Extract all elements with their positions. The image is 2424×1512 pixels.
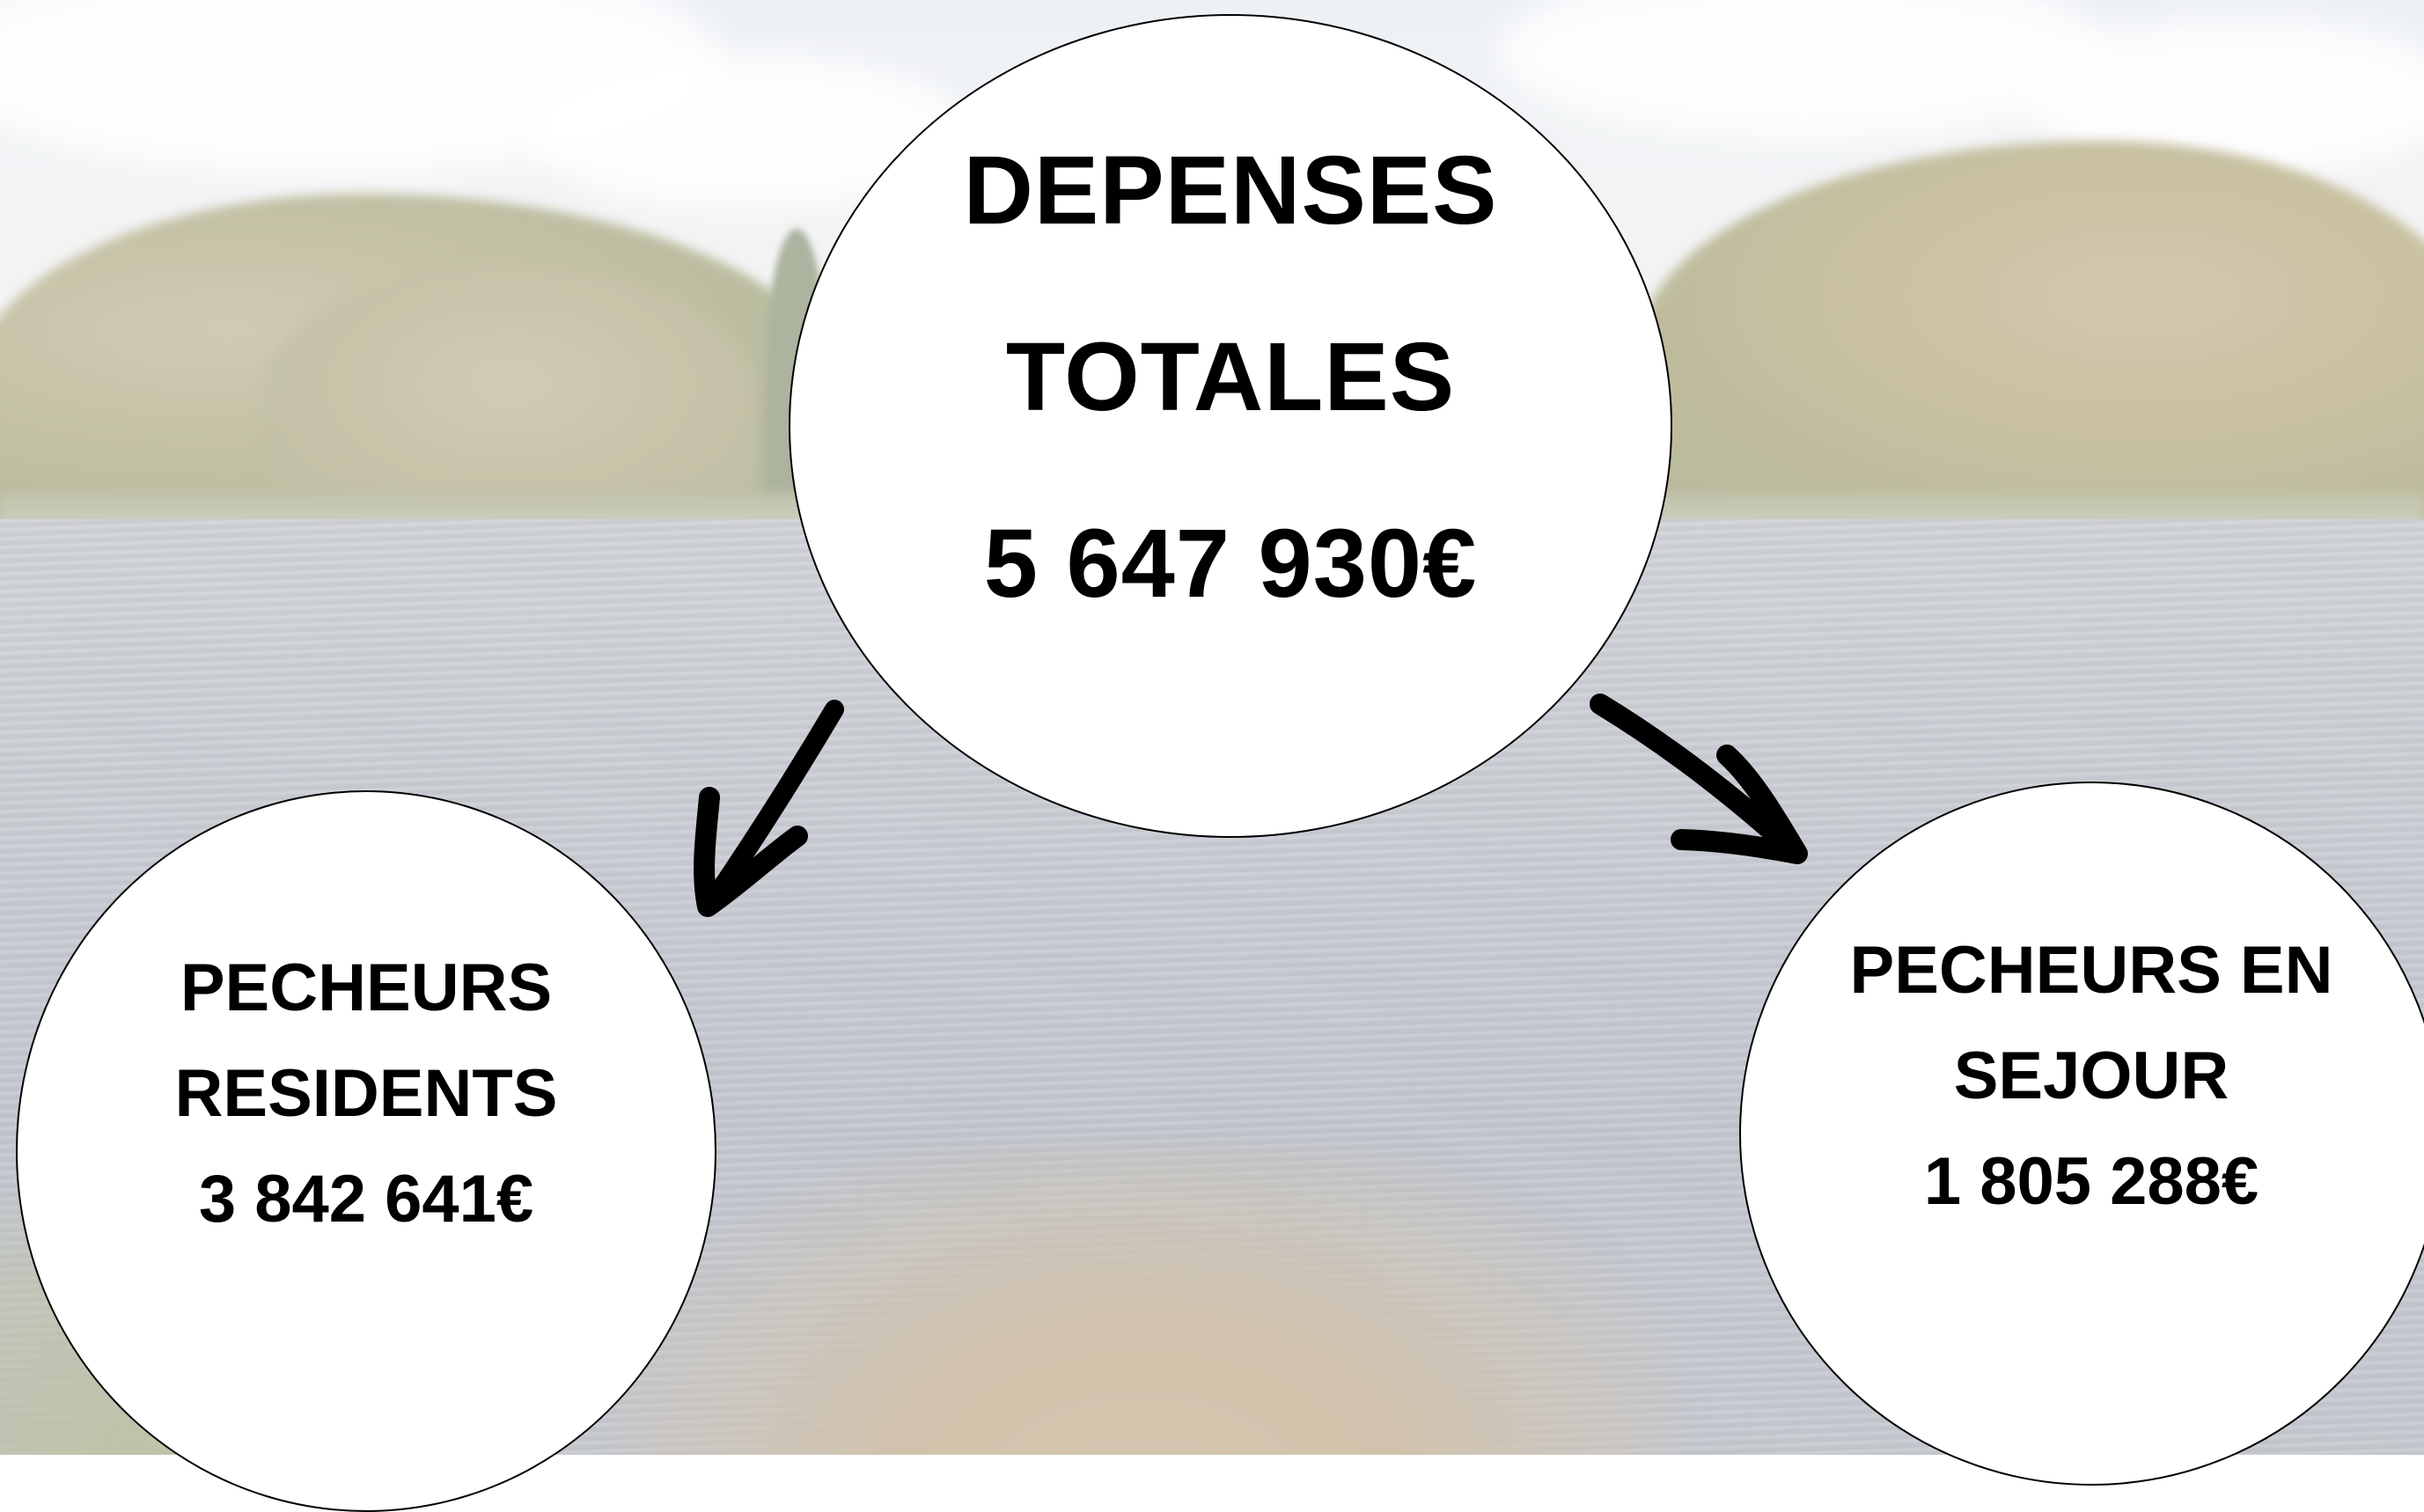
total-expenses-circle: DEPENSES TOTALES 5 647 930€ xyxy=(789,14,1672,838)
resident-anglers-circle: PECHEURS RESIDENTS 3 842 641€ xyxy=(16,790,716,1512)
visitors-label-line2: SEJOUR xyxy=(1953,1039,2229,1113)
total-amount: 5 647 930€ xyxy=(983,510,1478,618)
total-label-line1: DEPENSES xyxy=(963,136,1498,245)
arrow-head xyxy=(1671,745,1808,864)
residents-label-line2: RESIDENTS xyxy=(174,1056,558,1131)
tree-line-right xyxy=(1637,141,2424,528)
visitors-label-line1: PECHEURS EN xyxy=(1849,933,2333,1008)
reeds xyxy=(616,1144,1672,1455)
arrow-to-residents xyxy=(694,700,844,917)
cloud xyxy=(1496,0,2112,141)
visitors-amount: 1 805 288€ xyxy=(1923,1144,2259,1219)
arrow-to-visitors xyxy=(1590,694,1808,864)
total-label-line2: TOTALES xyxy=(1005,323,1456,431)
residents-amount: 3 842 641€ xyxy=(198,1162,534,1237)
residents-label-line1: PECHEURS xyxy=(180,951,553,1025)
arrow-head xyxy=(694,787,808,917)
visiting-anglers-circle: PECHEURS EN SEJOUR 1 805 288€ xyxy=(1739,782,2424,1486)
tree-line-left xyxy=(264,264,757,528)
arrows-layer xyxy=(694,694,1808,917)
arrow-shaft xyxy=(701,700,844,913)
arrow-shaft xyxy=(1590,694,1806,862)
